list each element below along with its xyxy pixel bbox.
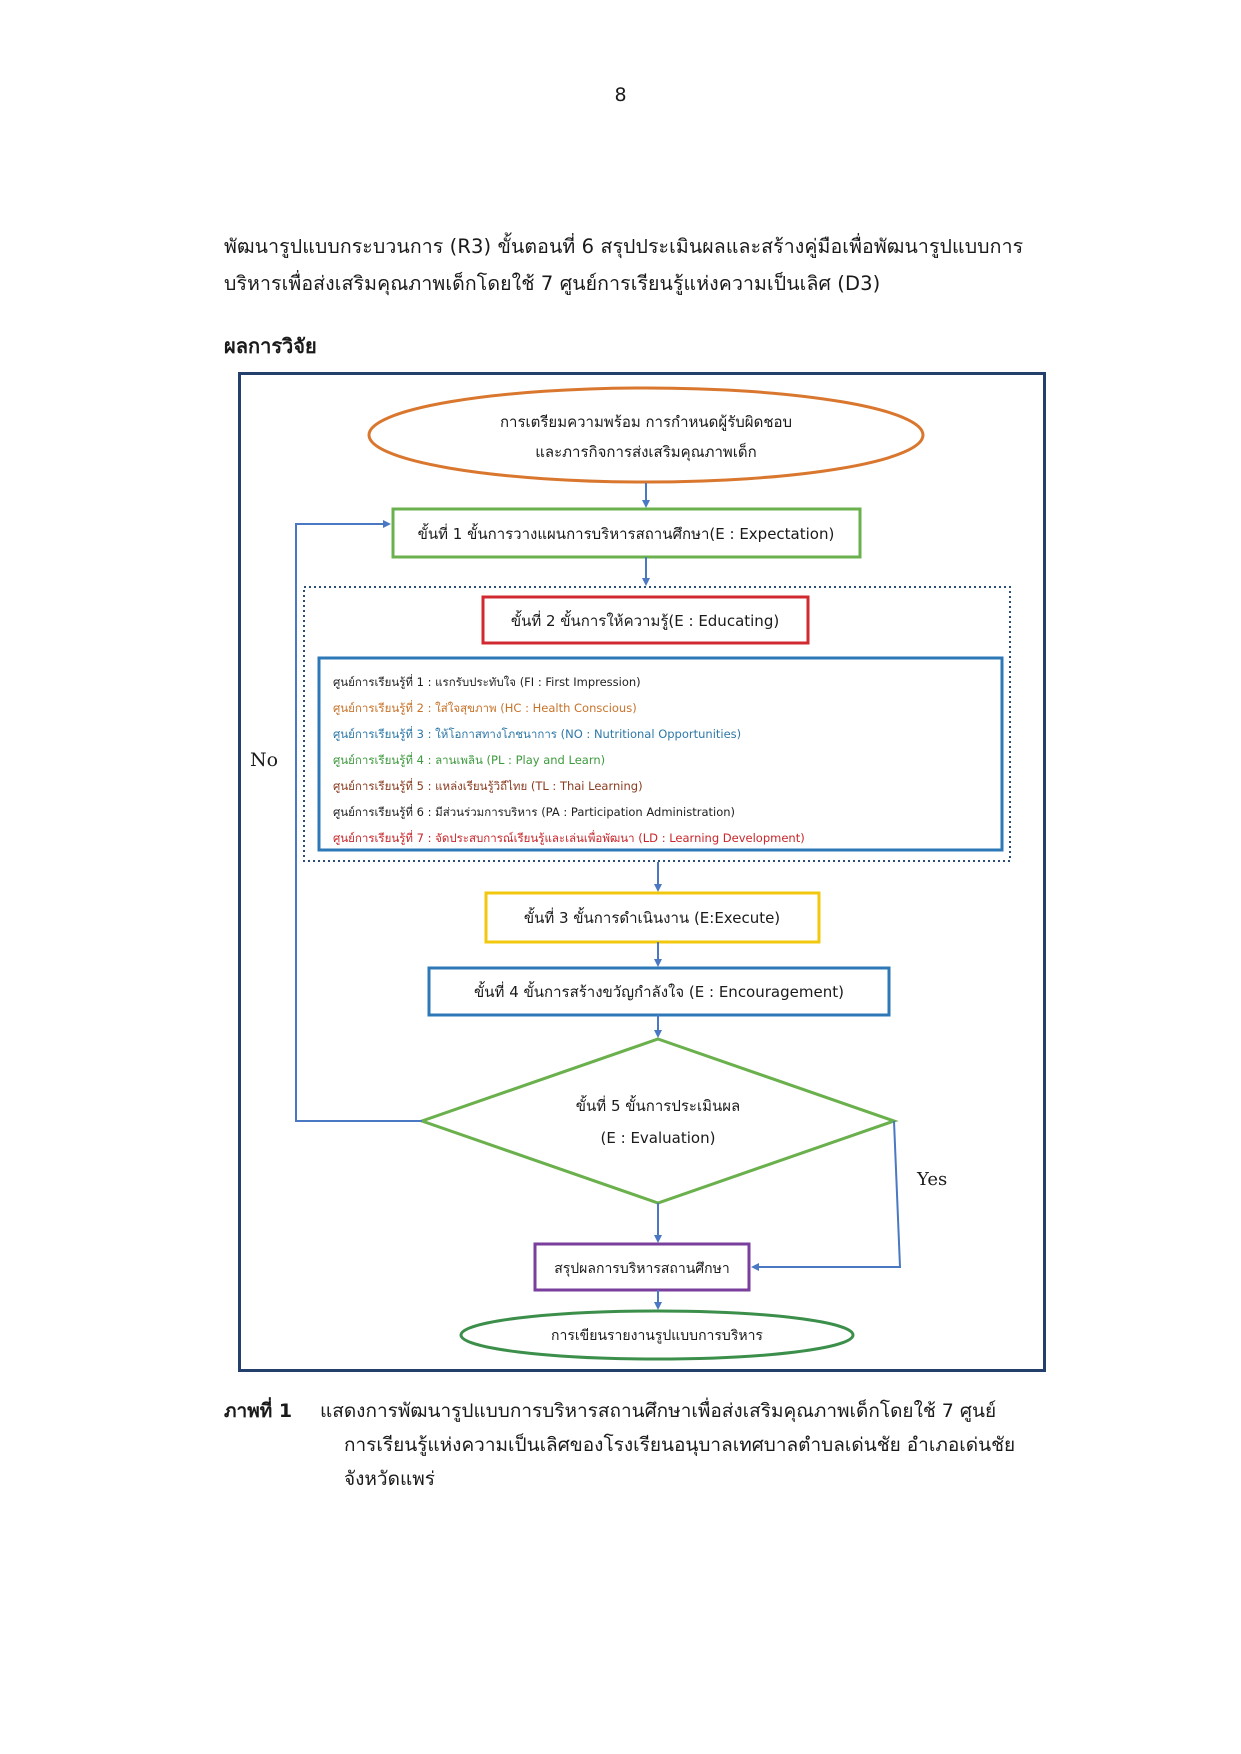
start-text-line1: การเตรียมความพร้อม การกำหนดผู้รับผิดชอบ bbox=[500, 413, 792, 431]
learning-center-5: ศูนย์การเรียนรู้ที่ 5 : แหล่งเรียนรู้วิถ… bbox=[333, 778, 643, 793]
yes-label: Yes bbox=[916, 1169, 947, 1190]
no-loop-connector bbox=[295, 520, 422, 1122]
step3-box bbox=[484, 891, 821, 944]
body-paragraph: พัฒนารูปแบบกระบวนการ (R3) ขั้นตอนที่ 6 ส… bbox=[224, 228, 1104, 302]
step1-label: ขั้นที่ 1 ขั้นการวางแผนการบริหารสถานศึกษ… bbox=[418, 523, 835, 543]
flowchart-figure: การเตรียมความพร้อม การกำหนดผู้รับผิดชอบ … bbox=[238, 372, 1046, 1372]
start-text-line2: และภารกิจการส่งเสริมคุณภาพเด็ก bbox=[535, 442, 757, 462]
end-label: การเขียนรายงานรูปแบบการบริหาร bbox=[551, 1328, 763, 1344]
learning-center-3: ศูนย์การเรียนรู้ที่ 3 : ให้โอกาสทางโภชนา… bbox=[333, 726, 741, 741]
caption-line: จังหวัดแพร่ bbox=[344, 1468, 435, 1490]
page-number: 8 bbox=[614, 84, 627, 106]
caption-line: แสดงการพัฒนารูปแบบการบริหารสถานศึกษาเพื่… bbox=[320, 1400, 997, 1422]
section-heading: ผลการวิจัย bbox=[224, 334, 317, 358]
summary-label: สรุปผลการบริหารสถานศึกษา bbox=[554, 1261, 730, 1277]
step4-label: ขั้นที่ 4 ขั้นการสร้างขวัญกำลังใจ (E : E… bbox=[474, 981, 844, 1001]
step2-box bbox=[481, 595, 810, 645]
learning-center-4: ศูนย์การเรียนรู้ที่ 4 : ลานเพลิน (PL : P… bbox=[333, 752, 605, 767]
learning-center-1: ศูนย์การเรียนรู้ที่ 1 : แรกรับประทับใจ (… bbox=[333, 674, 641, 689]
step1-box bbox=[391, 507, 862, 559]
caption-text: แสดงการพัฒนารูปแบบการบริหารสถานศึกษาเพื่… bbox=[320, 1394, 1110, 1496]
caption-label: ภาพที่ 1 bbox=[224, 1400, 293, 1422]
step2-label: ขั้นที่ 2 ขั้นการให้ความรู้(E : Educatin… bbox=[511, 610, 779, 630]
learning-center-2: ศูนย์การเรียนรู้ที่ 2 : ใส่ใจสุขภาพ (HC … bbox=[333, 700, 637, 715]
paragraph-line: พัฒนารูปแบบกระบวนการ (R3) ขั้นตอนที่ 6 ส… bbox=[224, 235, 1024, 258]
yes-connector bbox=[751, 1120, 902, 1271]
start-oval bbox=[367, 386, 925, 484]
end-oval bbox=[459, 1309, 855, 1361]
caption-line: การเรียนรู้แห่งความเป็นเลิศของโรงเรียนอน… bbox=[344, 1434, 1016, 1456]
step4-box bbox=[427, 966, 891, 1017]
learning-centers-box bbox=[317, 656, 1004, 852]
step3-label: ขั้นที่ 3 ขั้นการดำเนินงาน (E:Execute) bbox=[524, 907, 780, 927]
paragraph-line: บริหารเพื่อส่งเสริมคุณภาพเด็กโดยใช้ 7 ศู… bbox=[224, 272, 881, 295]
step5-label-line2: (E : Evaluation) bbox=[601, 1129, 716, 1147]
flowchart-svg: การเตรียมความพร้อม การกำหนดผู้รับผิดชอบ … bbox=[250, 386, 1011, 1361]
no-label: No bbox=[250, 749, 278, 771]
learning-center-6: ศูนย์การเรียนรู้ที่ 6 : มีส่วนร่วมการบริ… bbox=[333, 804, 735, 819]
step5-label-line1: ขั้นที่ 5 ขั้นการประเมินผล bbox=[576, 1095, 740, 1115]
summary-box bbox=[533, 1242, 751, 1292]
step5-decision-diamond bbox=[417, 1037, 899, 1205]
learning-center-7: ศูนย์การเรียนรู้ที่ 7 : จัดประสบการณ์เรี… bbox=[333, 830, 805, 845]
